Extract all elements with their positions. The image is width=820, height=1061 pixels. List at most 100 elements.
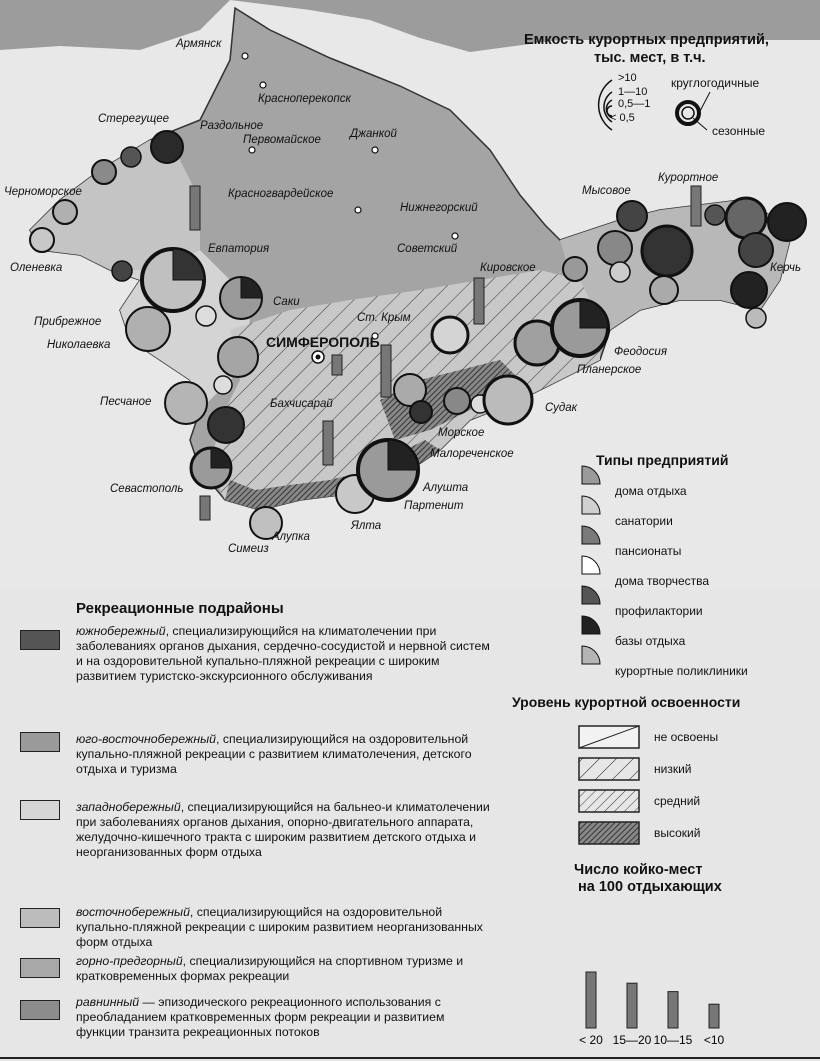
resort-razdolnoe: [91, 159, 117, 185]
type-label-boarding-houses: пансионаты: [615, 544, 682, 558]
label-simferopol: СИМФЕРОПОЛЬ: [266, 334, 380, 350]
capacity-arc-1: [597, 79, 613, 131]
seasonal-symbol: [681, 106, 695, 120]
resort-evpatoria-sector: [172, 248, 205, 281]
label-kurortnoe: Курортное: [658, 172, 719, 184]
label-partenit: Партенит: [404, 500, 464, 512]
city-dot-armyansk: [241, 52, 249, 60]
subregion-name-4: восточнобережный: [76, 905, 190, 919]
type-symbol-prophylactoria: [581, 585, 601, 605]
label-krasnoperekopsk: Красноперекопск: [258, 93, 351, 105]
dev-label-medium: средний: [654, 794, 701, 808]
city-dot-sovetsky: [451, 232, 459, 240]
label-malorechenskoe: Малореченское: [430, 448, 514, 460]
resort-kurortnoe-3: [704, 204, 726, 226]
capacity-size-2: 1—10: [618, 86, 648, 98]
subregion-text-4: , специализирующийся на оздоровительной …: [76, 905, 483, 949]
mainland: [0, 0, 820, 52]
type-label-prophylactoria: профилактории: [615, 604, 703, 618]
dev-box-low: [578, 757, 640, 781]
dev-box-none-line: [578, 725, 640, 749]
resort-kerch-n: [724, 196, 768, 240]
bed-chart-title-2: на 100 отдыхающих: [578, 879, 722, 895]
label-krasnogvardeyskoe: Красногвардейское: [228, 188, 334, 200]
resort-morskoe-e: [443, 387, 471, 415]
label-olenevka: Оленевка: [10, 262, 63, 274]
resort-sudak: [482, 374, 534, 426]
label-planerskoe: Планерское: [577, 364, 642, 376]
subregion-desc-6: равнинный — эпизодического рекреационног…: [76, 995, 496, 1040]
subregion-swatch-2: [20, 732, 60, 752]
resort-pribrezhnoe: [125, 306, 171, 352]
capacity-size-3: 0,5—1: [618, 98, 651, 110]
resort-kerch: [738, 232, 774, 268]
type-label-polyclinics: курортные поликлиники: [615, 664, 748, 678]
subregion-text-3: , специализирующийся на бальнео-и климат…: [76, 800, 490, 859]
label-saki: Саки: [273, 296, 300, 308]
subregion-name-5: горно-предгорный: [76, 954, 183, 968]
bed-chart-bar-1: [626, 982, 638, 1029]
type-label-sanatoria: санатории: [615, 514, 673, 528]
label-chernomorskoe: Черноморское: [4, 186, 82, 198]
city-dots: [241, 52, 459, 340]
subregion-swatch-4: [20, 908, 60, 928]
label-dzhankoy: Джанкой: [350, 128, 397, 140]
resort-morskoe: [409, 400, 433, 424]
type-label-rest-homes: дома отдыха: [615, 484, 687, 498]
label-st-krym: Ст. Крым: [357, 312, 411, 324]
label-kirovskoe: Кировское: [480, 262, 536, 274]
resort-circles: [29, 130, 807, 540]
subregion-swatch-1: [20, 630, 60, 650]
subregion-desc-1: южнобережный, специализирующийся на клим…: [76, 624, 496, 684]
simferopol-center: [315, 354, 321, 360]
resort-mysovoe-1: [597, 230, 633, 266]
type-symbol-creative-houses: [581, 555, 601, 575]
capacity-arc-4: [606, 105, 613, 117]
resort-kerch-ne: [767, 202, 807, 242]
bed-chart-bar-2: [667, 991, 679, 1029]
label-sudak: Судак: [545, 402, 578, 414]
dev-label-none: не освоены: [654, 730, 719, 744]
bed-chart-title-1: Число койко-мест: [574, 862, 703, 878]
subregion-swatch-5: [20, 958, 60, 978]
seasonal-leader: [692, 117, 708, 131]
label-morskoe: Морское: [438, 427, 485, 439]
label-yalta: Ялта: [351, 520, 382, 532]
resort-morskoe-w: [393, 373, 427, 407]
city-dot-razdolnoe: [248, 146, 256, 154]
type-symbol-rest-homes: [581, 465, 601, 485]
resort-kerch-s: [730, 271, 768, 309]
capacity-arc-3: [605, 99, 613, 119]
subregion-desc-4: восточнобережный, специализирующийся на …: [76, 905, 496, 950]
subregion-name-1: южнобережный: [76, 624, 166, 638]
label-alushta: Алушта: [423, 482, 469, 494]
high-development-coast: [225, 440, 440, 510]
bed-chart-category-2: 10—15: [654, 1033, 693, 1047]
dev-label-high: высокий: [654, 826, 701, 840]
resort-peschanoe: [164, 381, 208, 425]
bar-kurortnoe: [690, 185, 702, 227]
subregion-name-3: западнобережный: [76, 800, 181, 814]
type-symbol-recreation-bases: [581, 615, 601, 635]
subregion-text-1: , специализирующийся на климатолечении п…: [76, 624, 490, 683]
bed-chart-category-1: 15—20: [613, 1033, 652, 1047]
label-evpatoria: Евпатория: [208, 243, 270, 255]
label-nikolaevka: Николаевка: [47, 339, 111, 351]
subregion-desc-5: горно-предгорный, специализирующийся на …: [76, 954, 496, 984]
subregion-desc-3: западнобережный, специализирующийся на б…: [76, 800, 496, 860]
western-zone: [30, 140, 200, 270]
bed-chart-category-0: < 20: [579, 1033, 603, 1047]
label-kerch: Керчь: [770, 262, 802, 274]
bar-bakhchisaray: [322, 420, 334, 466]
label-sevastopol: Севастополь: [110, 483, 184, 495]
resort-peschanoe-2: [207, 406, 245, 444]
resort-mysovoe-2: [609, 261, 631, 283]
bed-chart-bar-0: [585, 971, 597, 1029]
bed-chart-category-3: <10: [704, 1033, 725, 1047]
resort-chernomorskoe: [52, 199, 78, 225]
types-legend-symbols: [581, 465, 601, 665]
resort-kirovskoe: [562, 256, 588, 282]
label-pervomayskoe: Первомайское: [243, 134, 321, 146]
